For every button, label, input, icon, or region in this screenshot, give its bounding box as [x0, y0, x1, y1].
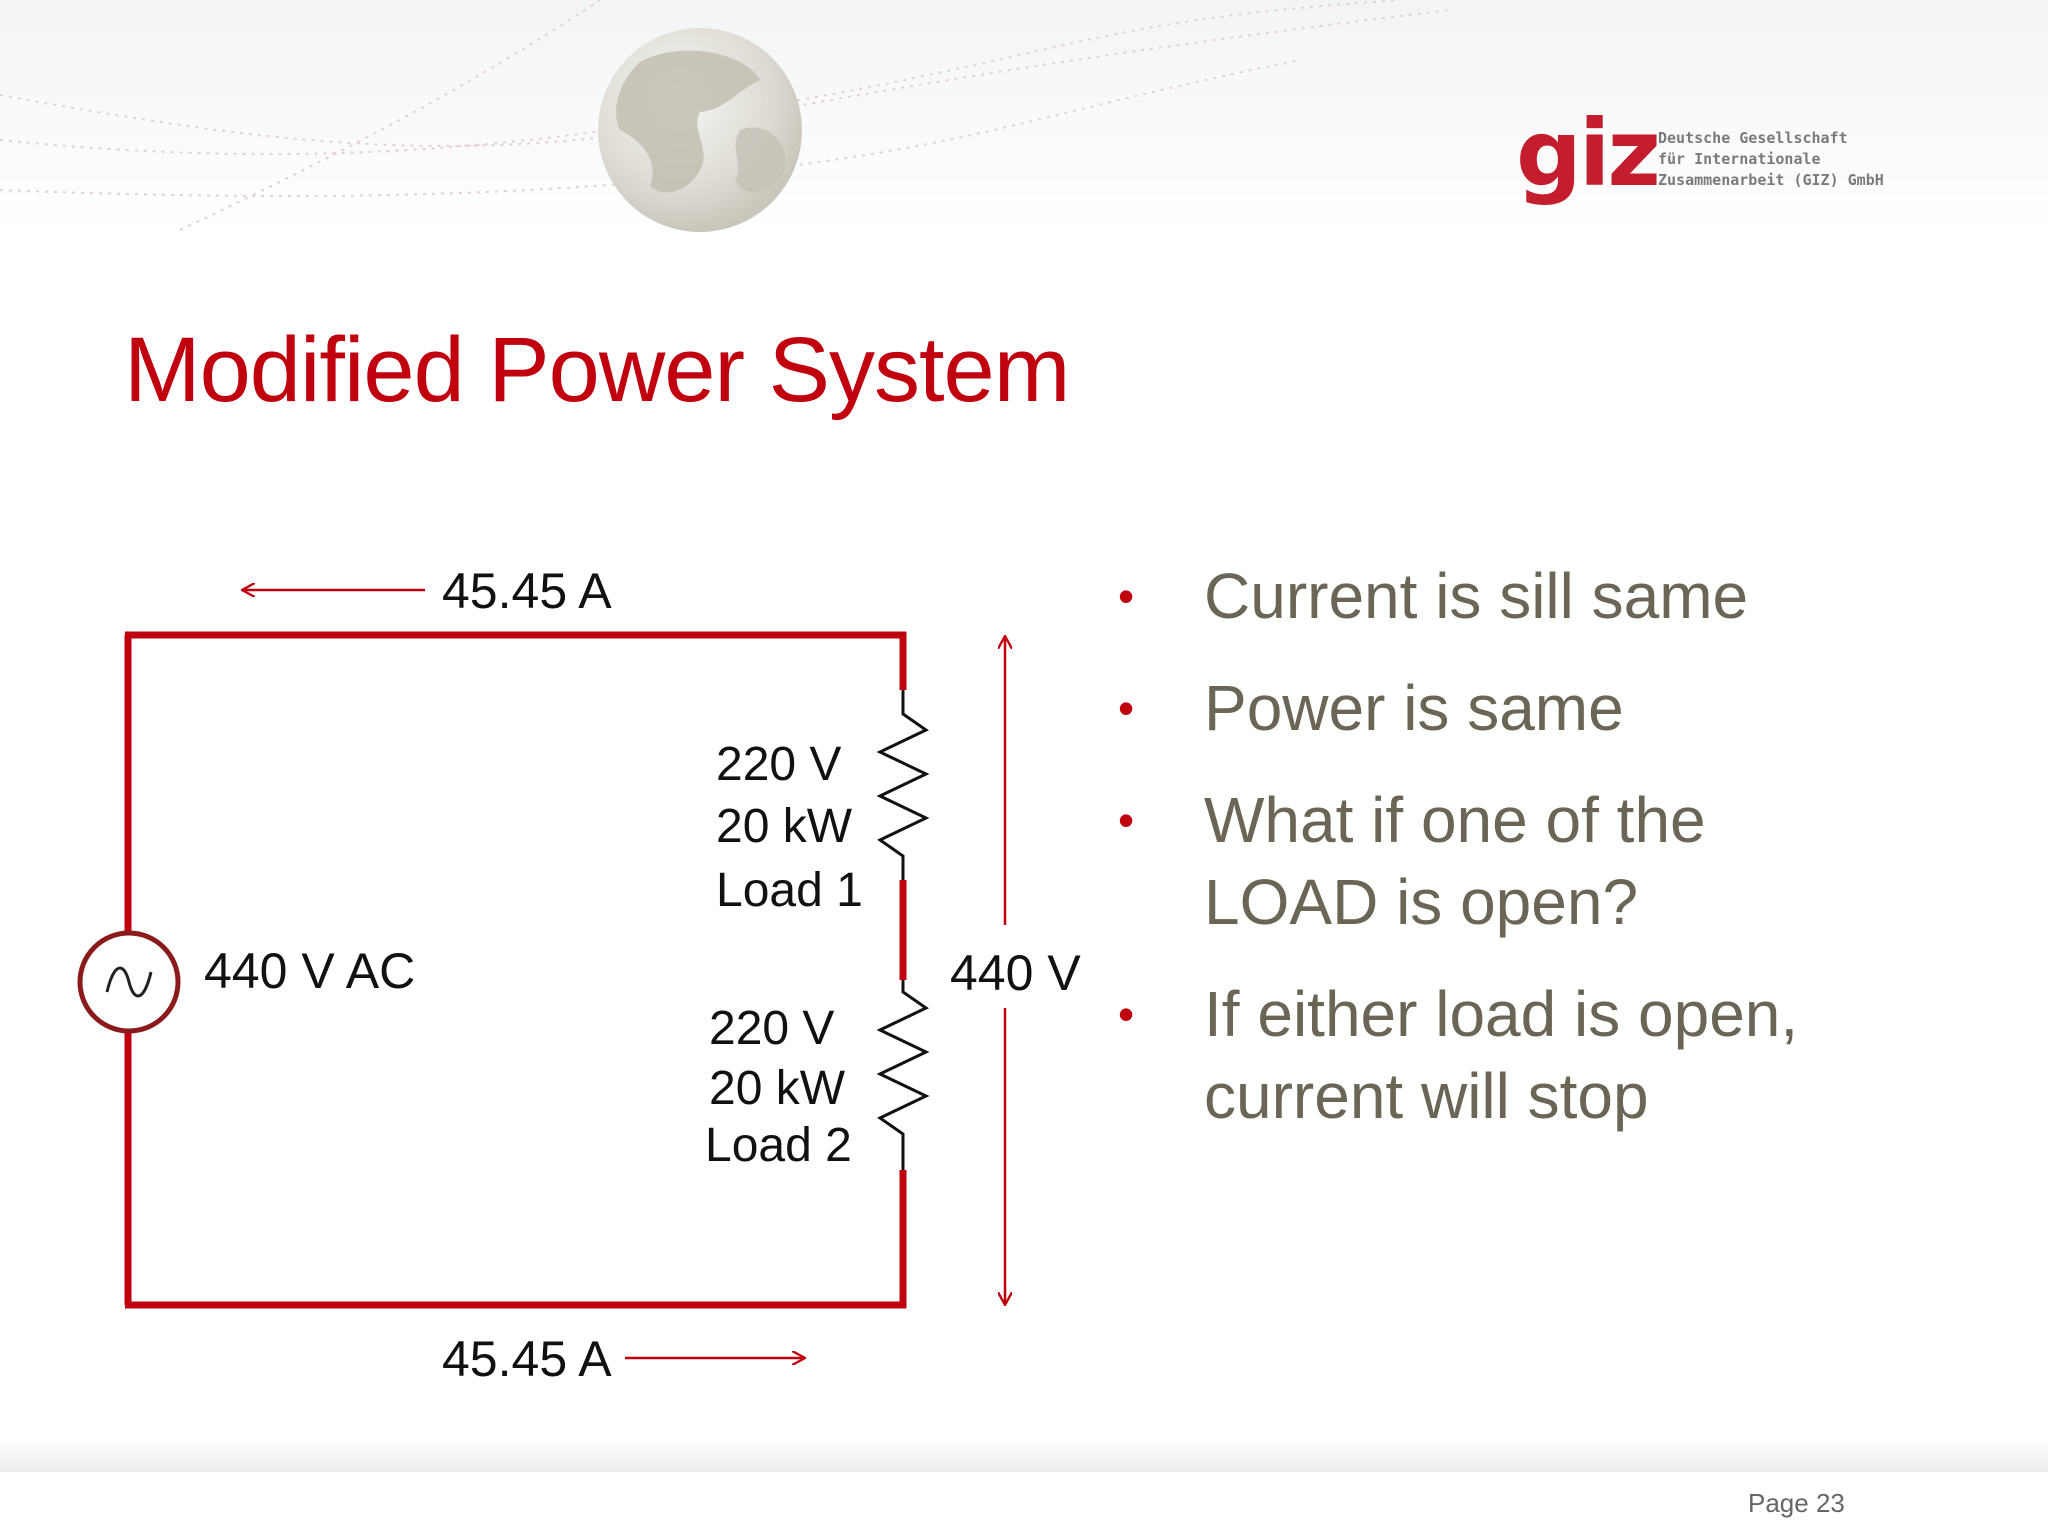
- logo-org-line: Deutsche Gesellschaft: [1658, 129, 1848, 147]
- bullet-text: Current is sill same: [1204, 560, 1749, 632]
- bullet-item: • Power is same: [1118, 667, 1998, 749]
- bullet-dot-icon: •: [1118, 570, 1135, 622]
- load1-name: Load 1: [716, 864, 863, 917]
- circuit-wires: [124, 631, 907, 1309]
- load2-voltage: 220 V: [709, 1002, 834, 1055]
- bullet-text: If either load is open,: [1204, 978, 1799, 1050]
- bullet-item: • What if one of the LOAD is open?: [1118, 779, 1998, 943]
- slide-title: Modified Power System: [124, 319, 1070, 421]
- resistor-load2: [876, 980, 930, 1170]
- load2-power: 20 kW: [709, 1062, 846, 1115]
- bullet-text: LOAD is open?: [1204, 866, 1639, 938]
- load2-name: Load 2: [705, 1119, 852, 1172]
- bullet-text: What if one of the: [1204, 784, 1706, 856]
- resistor-load1: [876, 690, 930, 880]
- current-label-bottom: 45.45 A: [442, 1331, 612, 1387]
- logo-org-line: für Internationale: [1658, 150, 1821, 168]
- bullet-list: • Current is sill same • Power is same •…: [1118, 555, 1998, 1167]
- header-decoration: [0, 0, 2048, 232]
- giz-logo-org-name: Deutsche Gesellschaft für Internationale…: [1658, 128, 1918, 191]
- page-number: Page 23: [1748, 1488, 1845, 1518]
- bullet-dot-icon: •: [1118, 682, 1135, 734]
- load1-voltage: 220 V: [716, 738, 841, 791]
- bullet-dot-icon: •: [1118, 794, 1135, 846]
- bullet-item: • If either load is open, current will s…: [1118, 973, 1998, 1137]
- bullet-text: current will stop: [1204, 1060, 1649, 1132]
- footer-band: [0, 1440, 2048, 1472]
- current-label-top: 45.45 A: [442, 563, 612, 619]
- globe-icon: [598, 28, 802, 232]
- total-voltage-label: 440 V: [950, 945, 1081, 1001]
- logo-org-line: Zusammenarbeit (GIZ) GmbH: [1658, 171, 1884, 189]
- sine-icon: [105, 966, 153, 998]
- ac-source-symbol: [77, 930, 181, 1034]
- bullet-item: • Current is sill same: [1118, 555, 1998, 637]
- bullet-text: Power is same: [1204, 672, 1624, 744]
- giz-logo: giz: [1516, 100, 1661, 207]
- load1-power: 20 kW: [716, 800, 853, 853]
- source-voltage-label: 440 V AC: [204, 943, 415, 999]
- bullet-dot-icon: •: [1118, 988, 1135, 1040]
